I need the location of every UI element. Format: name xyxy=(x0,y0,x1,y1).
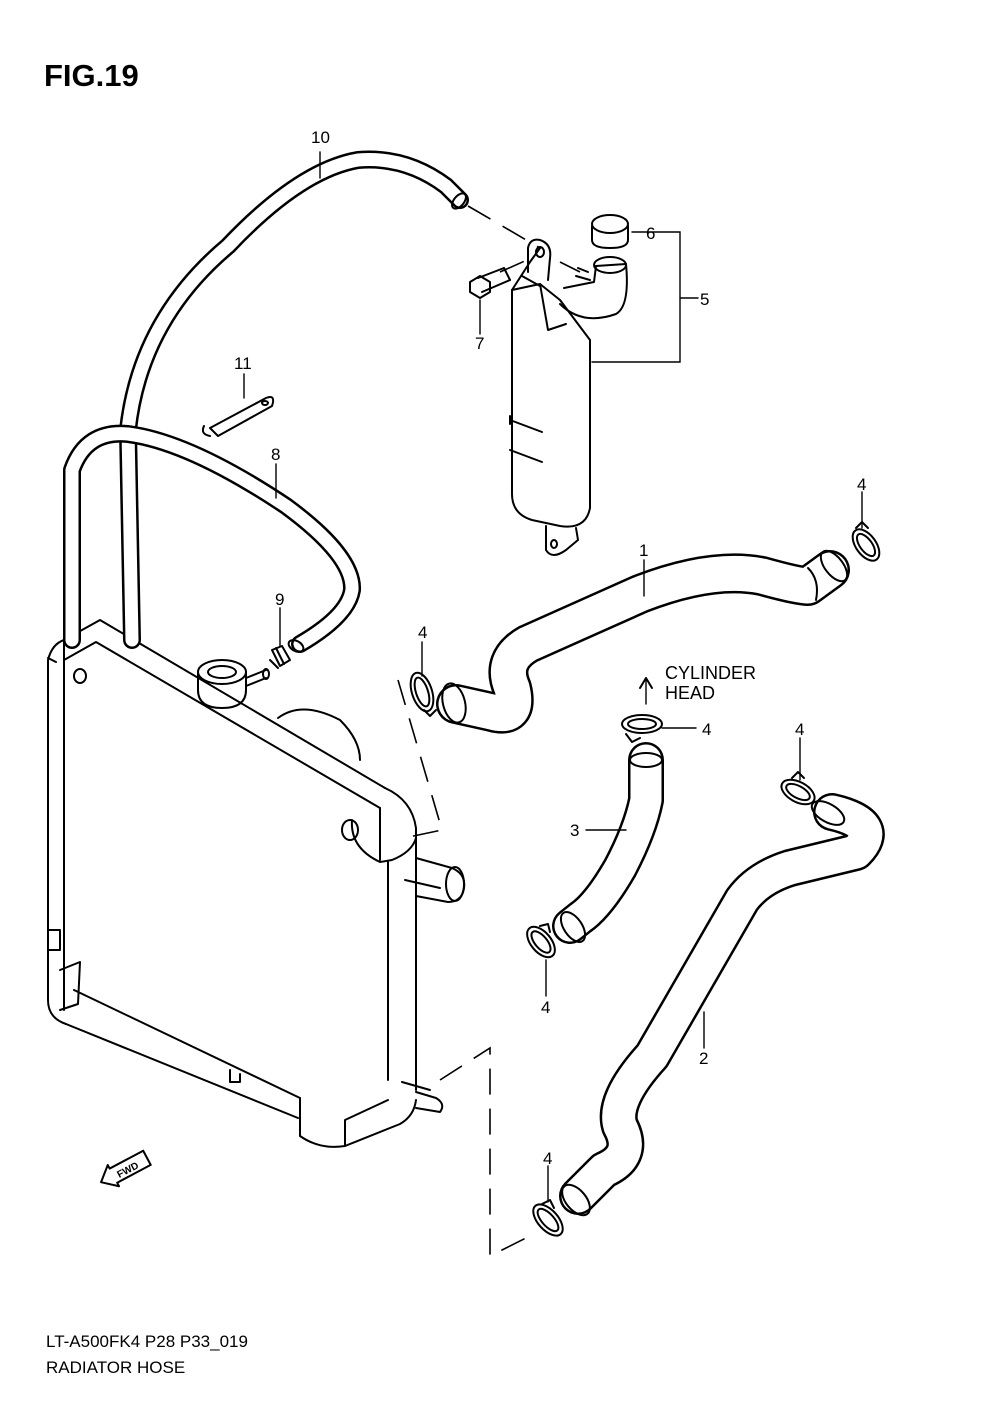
callout-10: 10 xyxy=(311,128,330,147)
clamp-4-hose3-top xyxy=(621,714,663,743)
callout-8: 8 xyxy=(271,445,280,464)
hose-8 xyxy=(63,424,361,653)
hose-3 xyxy=(552,742,664,944)
figure-title: FIG.19 xyxy=(44,58,139,93)
callout-4-b: 4 xyxy=(418,623,427,642)
hose-1 xyxy=(436,549,850,734)
callout-4-e: 4 xyxy=(541,998,550,1017)
model-code: LT-A500FK4 P28 P33_019 xyxy=(46,1332,248,1351)
hose-2 xyxy=(559,793,885,1217)
cylinder-head-arrow xyxy=(639,677,653,705)
fwd-arrow-icon: FWD xyxy=(100,1149,152,1188)
cylinder-head-label-line2: HEAD xyxy=(665,683,715,703)
callout-4-f: 4 xyxy=(543,1149,552,1168)
callout-2: 2 xyxy=(699,1049,708,1068)
leader-lines xyxy=(243,151,863,1203)
callout-5: 5 xyxy=(700,290,709,309)
reservoir-tank-5 xyxy=(509,238,628,556)
callout-3: 3 xyxy=(570,821,579,840)
clamp-4-hose3-bottom xyxy=(526,923,556,959)
callout-1: 1 xyxy=(639,541,648,560)
reservoir-cap-6 xyxy=(591,214,629,249)
clamp-4-hose1-right xyxy=(851,521,881,562)
callout-labels: 10 11 8 9 7 6 5 1 4 4 4 4 3 4 2 4 CYLIND… xyxy=(234,128,866,1168)
clamp-4-hose1-left xyxy=(409,671,437,717)
assembly-guide-lines xyxy=(397,205,581,1258)
radiator xyxy=(47,619,466,1148)
hose-10 xyxy=(119,150,469,649)
cylinder-head-label-line1: CYLINDER xyxy=(665,663,756,683)
callout-11: 11 xyxy=(234,354,252,373)
clamp-9 xyxy=(269,645,291,669)
clamp-11 xyxy=(201,396,275,437)
clamp-4-hose2-bottom xyxy=(532,1199,564,1237)
callout-4-c: 4 xyxy=(702,720,711,739)
callout-9: 9 xyxy=(275,590,284,609)
section-name: RADIATOR HOSE xyxy=(46,1358,186,1377)
clamp-4-hose2-top xyxy=(780,771,816,806)
bolt-7 xyxy=(469,267,511,299)
callout-7: 7 xyxy=(475,334,484,353)
callout-4-d: 4 xyxy=(795,720,804,739)
callout-4-a: 4 xyxy=(857,475,866,494)
callout-6: 6 xyxy=(646,224,655,243)
